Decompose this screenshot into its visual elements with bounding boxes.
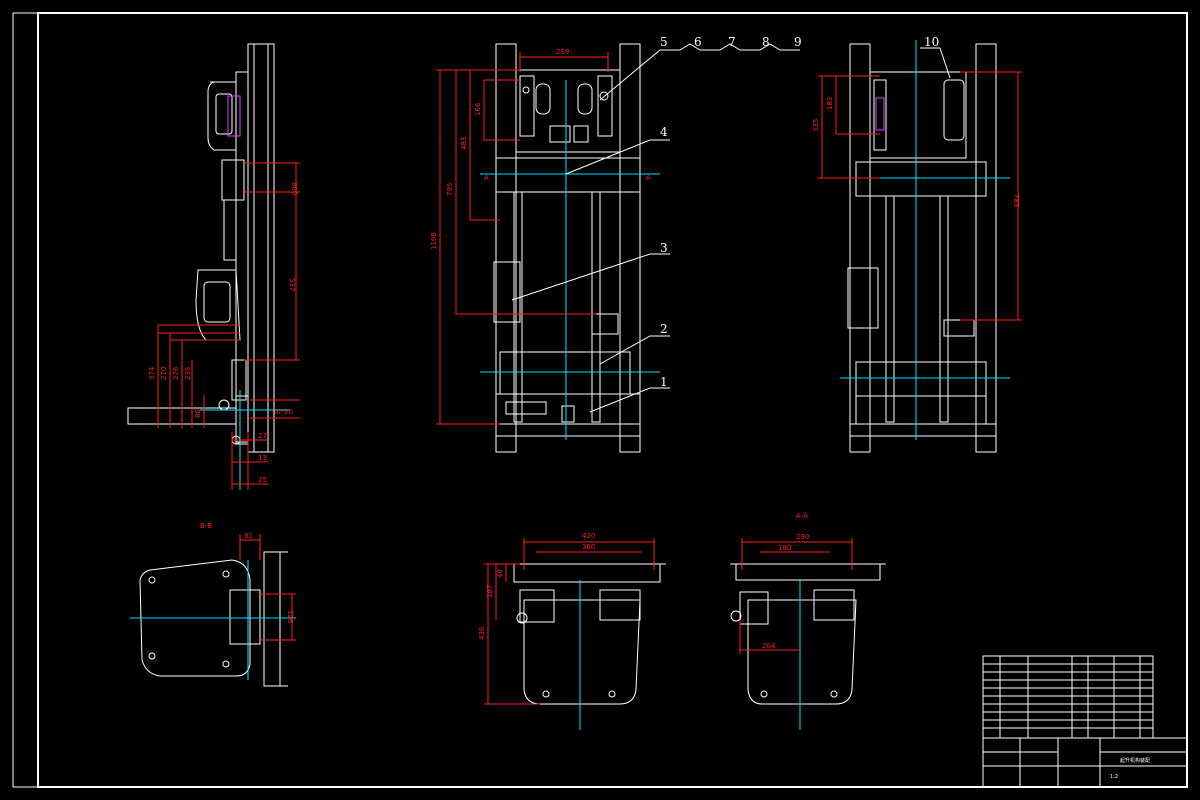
leader-1 [589, 387, 670, 413]
title-block: 起升机构装配 1:2 [982, 655, 1188, 788]
front-view-left-mast [495, 43, 517, 453]
section-a-label-right: A [646, 174, 651, 182]
dim-right-183: 183 [826, 97, 834, 110]
dim-side-276: 276 [172, 366, 180, 380]
dim-front-1168: 1168 [430, 232, 438, 250]
section-bb-plate [139, 559, 251, 677]
dim-front-795: 795 [446, 183, 454, 196]
dim-front-166: 166 [474, 102, 482, 116]
side-view: 800 537 374 270 276 235 80 40 20 27 13 2… [127, 43, 300, 490]
right-view-left-mast [849, 43, 871, 453]
leader-10 [920, 47, 951, 79]
dim-side-27: 27 [258, 432, 267, 440]
dim-sec-436: 436 [478, 626, 486, 640]
dim-sec-420: 420 [582, 532, 595, 540]
right-view-right-mast [975, 43, 997, 453]
section-bb-label: B-B [200, 522, 212, 530]
part-number-8: 8 [762, 35, 770, 49]
drawing-scale: 1:2 [1110, 774, 1118, 780]
dim-aa-204: 204 [762, 642, 776, 650]
parts-list-table [982, 655, 1154, 739]
title-block-frame [982, 737, 1188, 788]
part-number-9: 9 [794, 35, 802, 49]
section-bb-view: B-B 81 126 [130, 522, 296, 687]
leader-3 [511, 253, 670, 301]
dim-bb-126: 126 [286, 610, 294, 624]
part-number-4: 4 [660, 125, 668, 139]
section-a-label-left: A [484, 174, 489, 182]
dim-side-20: 20 [284, 408, 293, 416]
side-view-mast [247, 43, 275, 453]
dim-side-537: 537 [288, 278, 296, 291]
front-view: A A 259 1168 795 483 166 1 2 3 4 5 6 7 8 [430, 35, 802, 453]
drawing-title: 起升机构装配 [1120, 757, 1150, 764]
dim-right-785: 785 [1012, 194, 1020, 207]
sheet-border-inner [37, 12, 1188, 788]
section-aa-view: A-A 290 180 204 [730, 512, 886, 730]
section-front-bottom: 420 360 436 187 40 [478, 532, 666, 730]
dim-front-259: 259 [556, 48, 569, 56]
part-number-3: 3 [660, 241, 668, 255]
part-number-1: 1 [660, 375, 668, 389]
dim-right-335: 335 [812, 119, 820, 132]
dim-sec-40: 40 [496, 569, 504, 578]
dim-aa-290: 290 [796, 533, 809, 541]
dim-side-800: 800 [290, 182, 298, 195]
dim-side-25: 25 [258, 476, 267, 484]
dim-bb-81: 81 [244, 532, 253, 540]
front-view-upper-crossbeam [495, 157, 641, 193]
part-number-6: 6 [694, 35, 702, 49]
dim-side-13: 13 [258, 454, 267, 462]
part-number-7: 7 [728, 35, 736, 49]
dim-side-270: 270 [160, 367, 168, 380]
part-number-2: 2 [660, 322, 668, 336]
dim-side-374: 374 [148, 366, 156, 380]
dim-sec-360: 360 [582, 543, 595, 551]
right-view: 335 183 785 10 [812, 35, 1022, 453]
dim-side-40: 40 [272, 408, 281, 416]
section-aa-label: A-A [796, 512, 808, 520]
front-view-carriage-plate [515, 69, 621, 153]
dim-aa-180: 180 [778, 544, 791, 552]
front-view-base [495, 393, 641, 425]
part-number-5: 5 [660, 35, 668, 49]
dim-side-80: 80 [194, 409, 202, 418]
leader-2 [599, 335, 670, 365]
dim-side-235: 235 [184, 367, 192, 380]
dim-sec-187: 187 [486, 585, 494, 598]
leader-5-9 [599, 43, 800, 101]
dim-front-483: 483 [460, 137, 468, 150]
leader-4 [565, 139, 670, 175]
part-number-10: 10 [924, 35, 939, 49]
